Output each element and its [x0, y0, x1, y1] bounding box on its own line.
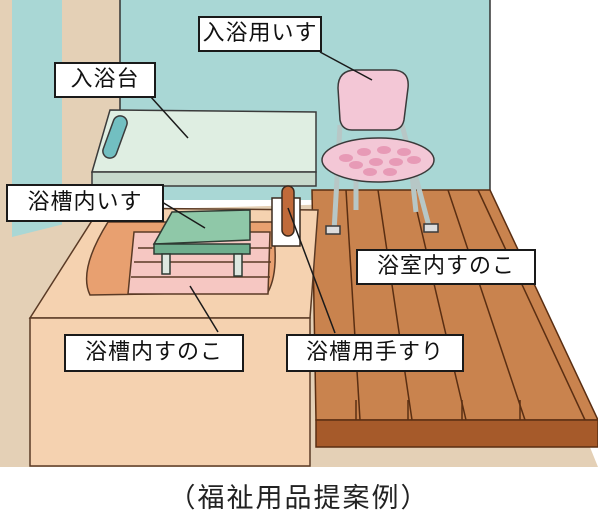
- bath-chair: [321, 69, 439, 235]
- right-wall: [490, 0, 598, 467]
- bath-board: [91, 109, 317, 187]
- leader-lines: [149, 51, 373, 334]
- label-tub-chair: 浴槽内いす: [6, 184, 164, 222]
- tub-handrail: [271, 185, 301, 247]
- caption: （福祉用品提案例）: [168, 483, 430, 514]
- label-tub-duckboard: 浴槽内すのこ: [64, 334, 244, 372]
- label-bath-chair: 入浴用いす: [198, 16, 322, 52]
- label-tub-handrail: 浴槽用手すり: [286, 334, 464, 372]
- label-floor-duckboard: 浴室内すのこ: [356, 249, 536, 285]
- label-bath-board: 入浴台: [54, 62, 156, 98]
